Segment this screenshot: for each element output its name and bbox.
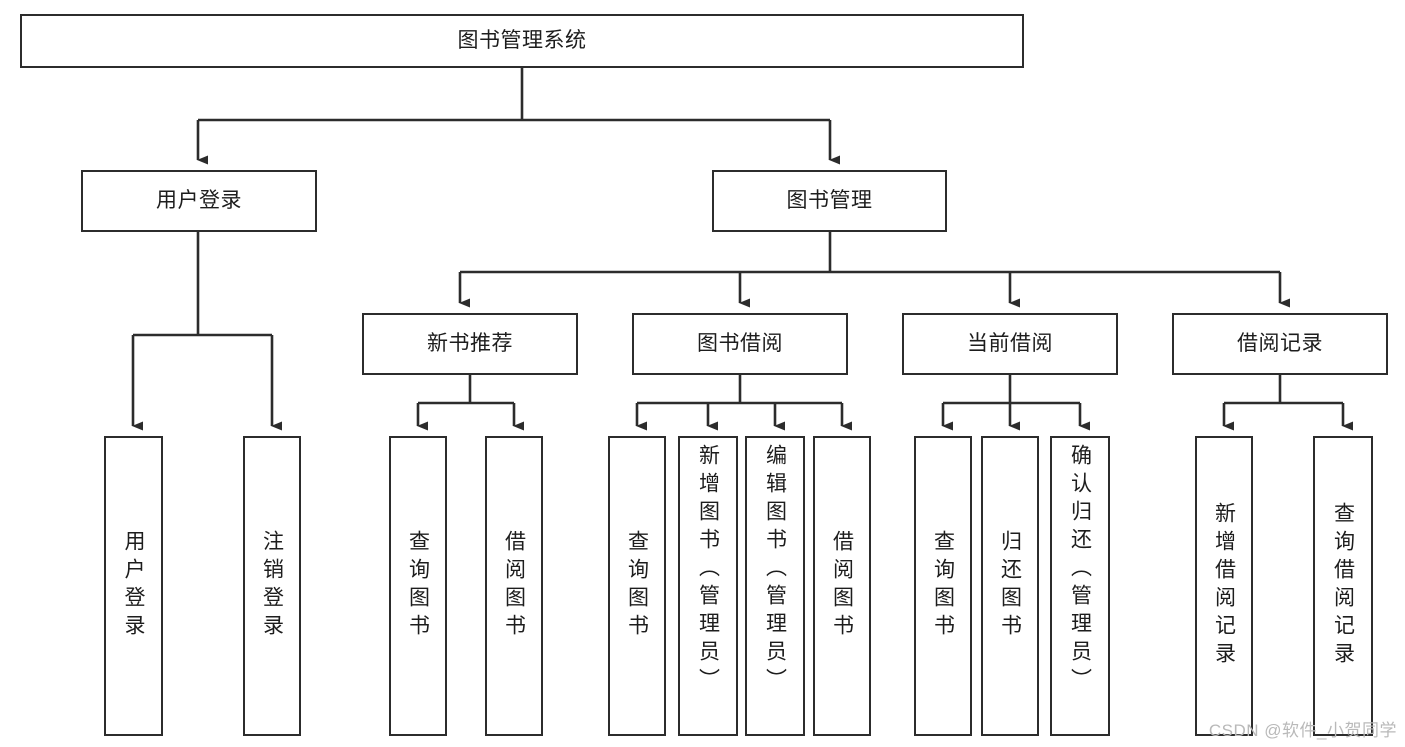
leaf-text-wrap: 借阅图书: [487, 438, 541, 734]
leaf-text-wrap: 查询借阅记录: [1315, 438, 1371, 734]
node-current-borrow-label: 当前借阅: [967, 331, 1053, 355]
node-leaf-add-book-label: 新增图书（管理员）: [696, 444, 720, 696]
node-leaf-borrow-book-2-label: 借阅图书: [830, 530, 854, 642]
node-leaf-user-logout[interactable]: 注销登录: [243, 436, 301, 736]
node-leaf-query-record-label: 查询借阅记录: [1331, 502, 1355, 670]
node-user-login[interactable]: 用户登录: [81, 170, 317, 232]
leaf-text-wrap: 查询图书: [610, 438, 664, 734]
node-book-manage[interactable]: 图书管理: [712, 170, 947, 232]
node-leaf-query-book-3[interactable]: 查询图书: [914, 436, 972, 736]
node-leaf-query-book-3-label: 查询图书: [931, 530, 955, 642]
leaf-text-wrap: 确认归还（管理员）: [1052, 438, 1108, 734]
leaf-text-wrap: 新增借阅记录: [1197, 438, 1251, 734]
node-borrow-record-label: 借阅记录: [1237, 331, 1323, 355]
node-new-book-recommend[interactable]: 新书推荐: [362, 313, 578, 375]
node-new-book-recommend-label: 新书推荐: [427, 331, 513, 355]
node-book-borrow-label: 图书借阅: [697, 331, 783, 355]
leaf-text-wrap: 新增图书（管理员）: [680, 438, 736, 734]
node-leaf-borrow-book-1-label: 借阅图书: [502, 530, 526, 642]
node-leaf-user-login[interactable]: 用户登录: [104, 436, 163, 736]
node-book-manage-label: 图书管理: [786, 188, 873, 212]
leaf-text-wrap: 借阅图书: [815, 438, 869, 734]
node-leaf-edit-book-label: 编辑图书（管理员）: [763, 444, 787, 696]
leaf-text-wrap: 编辑图书（管理员）: [747, 438, 803, 734]
leaf-text-wrap: 注销登录: [245, 438, 299, 734]
node-book-borrow[interactable]: 图书借阅: [632, 313, 848, 375]
node-leaf-confirm-return-label: 确认归还（管理员）: [1068, 444, 1092, 696]
node-leaf-return-book[interactable]: 归还图书: [981, 436, 1039, 736]
node-leaf-query-book-1[interactable]: 查询图书: [389, 436, 447, 736]
node-current-borrow[interactable]: 当前借阅: [902, 313, 1118, 375]
leaf-text-wrap: 用户登录: [106, 438, 161, 734]
node-leaf-edit-book[interactable]: 编辑图书（管理员）: [745, 436, 805, 736]
node-leaf-user-login-label: 用户登录: [122, 530, 145, 642]
node-leaf-add-record-label: 新增借阅记录: [1212, 502, 1236, 670]
node-leaf-query-book-2-label: 查询图书: [625, 530, 649, 642]
node-leaf-borrow-book-2[interactable]: 借阅图书: [813, 436, 871, 736]
node-leaf-borrow-book-1[interactable]: 借阅图书: [485, 436, 543, 736]
node-borrow-record[interactable]: 借阅记录: [1172, 313, 1388, 375]
node-leaf-confirm-return[interactable]: 确认归还（管理员）: [1050, 436, 1110, 736]
node-leaf-add-book[interactable]: 新增图书（管理员）: [678, 436, 738, 736]
node-leaf-return-book-label: 归还图书: [998, 530, 1022, 642]
node-leaf-add-record[interactable]: 新增借阅记录: [1195, 436, 1253, 736]
node-leaf-query-book-1-label: 查询图书: [406, 530, 430, 642]
node-leaf-query-book-2[interactable]: 查询图书: [608, 436, 666, 736]
leaf-text-wrap: 查询图书: [391, 438, 445, 734]
leaf-text-wrap: 查询图书: [916, 438, 970, 734]
node-user-login-label: 用户登录: [156, 188, 242, 212]
leaf-text-wrap: 归还图书: [983, 438, 1037, 734]
watermark-text: CSDN @软件_小贺同学: [1208, 721, 1397, 740]
node-root[interactable]: 图书管理系统: [20, 14, 1024, 68]
node-leaf-query-record[interactable]: 查询借阅记录: [1313, 436, 1373, 736]
node-leaf-user-logout-label: 注销登录: [260, 530, 284, 642]
node-root-label: 图书管理系统: [457, 28, 587, 52]
